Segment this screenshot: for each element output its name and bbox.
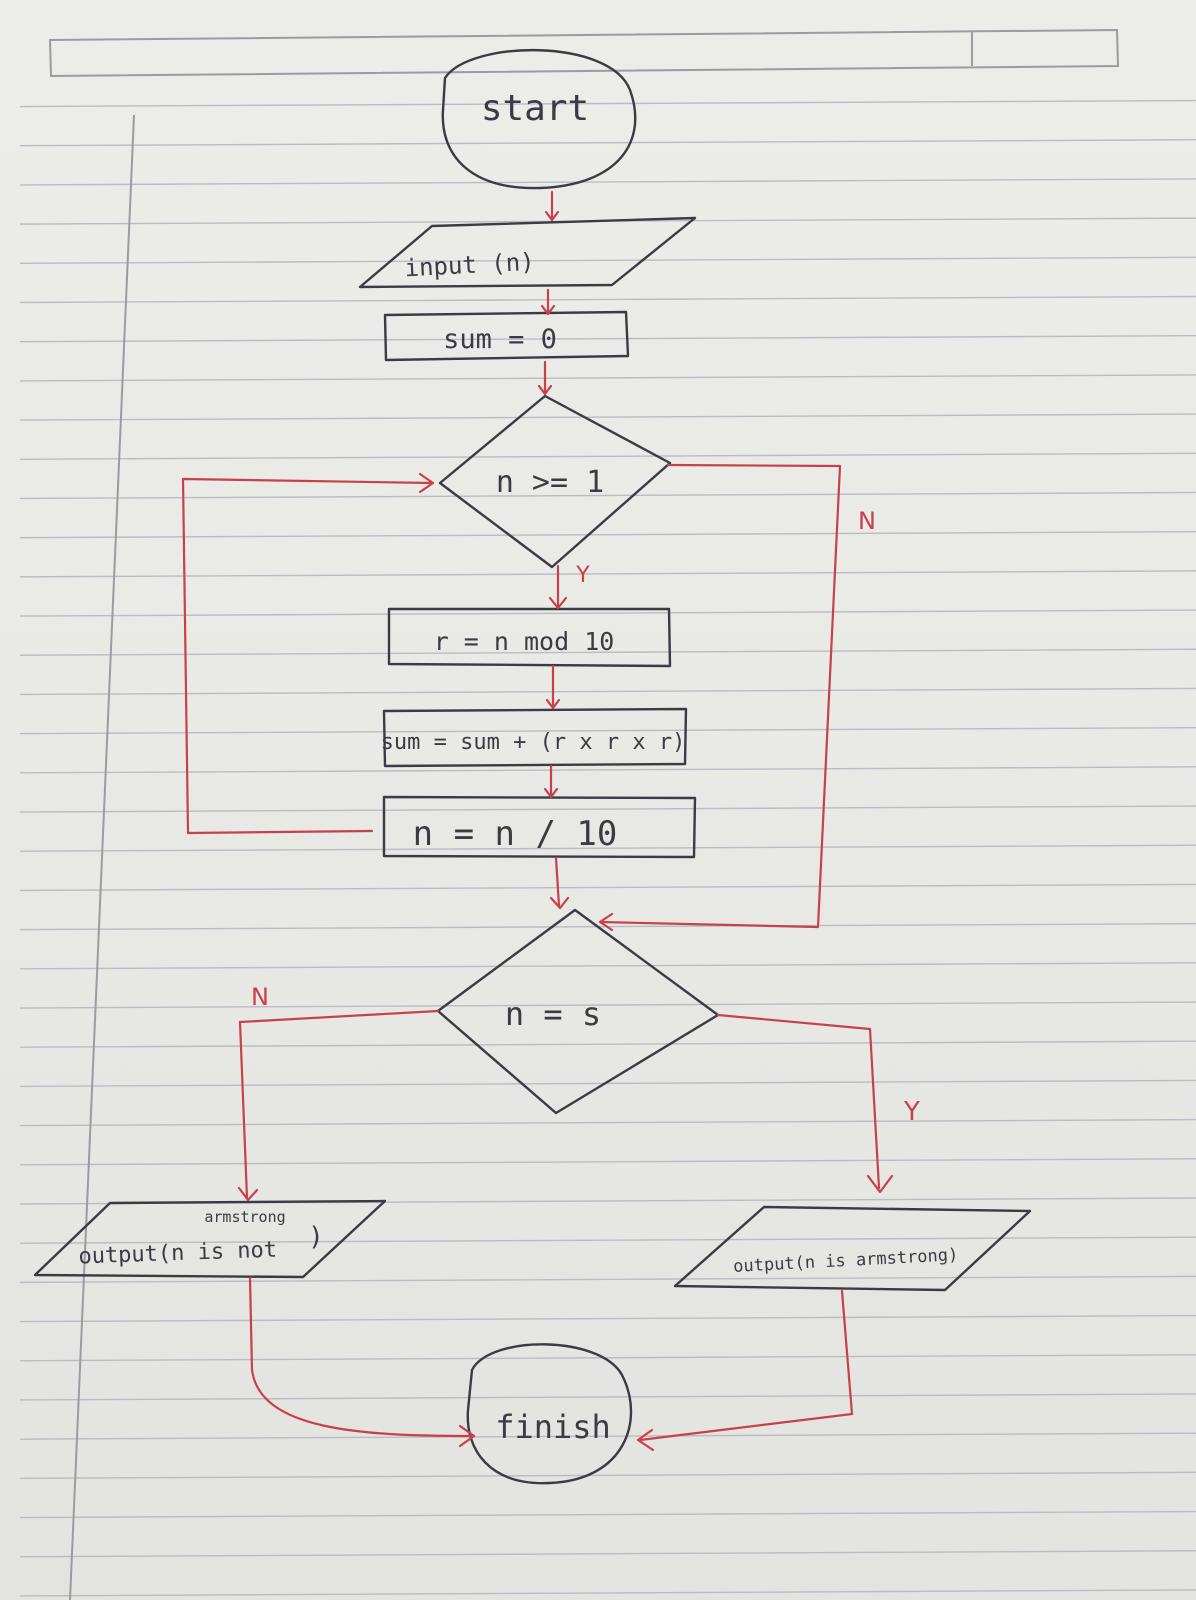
ruled-line	[19, 413, 1196, 421]
input-label: input (n)	[404, 248, 535, 283]
check-decision-diamond	[436, 908, 720, 1115]
ruled-line	[19, 648, 1196, 656]
ruled-line	[19, 1275, 1196, 1284]
ruled-line	[19, 687, 1196, 696]
arrow-start-to-input	[544, 190, 560, 222]
arrow-yes-to-finish	[636, 1289, 854, 1452]
divide-label: n = n / 10	[413, 814, 618, 854]
arrow-not-to-finish	[248, 1276, 476, 1448]
output-yes-label: output(n is armstrong)	[733, 1245, 959, 1277]
ruled-line	[19, 530, 1196, 539]
ruled-line	[19, 1550, 1196, 1558]
loop-no-label: N	[858, 507, 876, 535]
loop-decision-diamond	[438, 394, 672, 569]
output-not-line1: armstrong	[204, 1208, 285, 1226]
ruled-line	[19, 1001, 1196, 1009]
ruled-line	[19, 726, 1196, 735]
check-yes-label: Y	[903, 1097, 920, 1127]
ruled-lines	[19, 99, 1196, 1597]
ruled-line	[19, 452, 1196, 460]
arrow-loop-yes	[548, 564, 568, 610]
init-label: sum = 0	[443, 324, 557, 355]
start-label: start	[481, 88, 589, 129]
sum-update-label: sum = sum + (r x r x r)	[381, 730, 686, 755]
ruled-line	[19, 962, 1196, 970]
output-not-close: )	[308, 1222, 324, 1252]
check-no-label: N	[251, 983, 269, 1011]
mod-process-box	[387, 607, 672, 668]
arrow-input-to-init	[540, 288, 556, 316]
ruled-line	[19, 99, 1196, 108]
notebook-header	[48, 28, 1120, 78]
arrow-init-to-loop	[537, 360, 553, 396]
input-parallelogram	[358, 216, 697, 289]
ruled-line	[19, 1354, 1196, 1362]
ruled-line	[19, 256, 1196, 265]
arrow-check-yes	[716, 1013, 894, 1194]
init-process-box	[383, 310, 630, 362]
ruled-line	[19, 1118, 1196, 1127]
finish-terminal	[466, 1343, 633, 1485]
ruled-line	[19, 178, 1196, 186]
loop-condition-label: n >= 1	[496, 465, 604, 500]
ruled-line	[19, 1471, 1196, 1480]
ruled-line	[19, 1393, 1196, 1401]
ruled-line	[19, 374, 1196, 382]
ruled-line	[19, 609, 1196, 617]
ruled-line	[19, 1040, 1196, 1048]
ruled-line	[19, 883, 1196, 892]
ruled-line	[19, 570, 1196, 578]
ruled-line	[19, 844, 1196, 852]
ruled-line	[19, 295, 1196, 304]
divide-process-box	[382, 795, 697, 859]
ruled-line	[19, 1158, 1196, 1166]
arrow-mod-to-sum	[545, 664, 561, 710]
ruled-line	[19, 1510, 1196, 1519]
ruled-line	[19, 335, 1196, 343]
arrow-sum-to-divide	[543, 764, 559, 799]
ruled-line	[19, 139, 1196, 147]
mod-label: r = n mod 10	[434, 627, 615, 656]
ruled-line	[19, 1079, 1196, 1088]
arrow-divide-to-check	[549, 856, 570, 910]
loop-yes-label: Y	[575, 563, 590, 588]
sum-process-box	[382, 707, 688, 768]
output-not-parallelogram	[33, 1199, 387, 1279]
arrow-loop-no	[598, 463, 842, 932]
start-terminal	[441, 49, 637, 190]
check-condition-label: n = s	[505, 995, 601, 1033]
ruled-line	[19, 1589, 1196, 1597]
ruled-line	[19, 491, 1196, 500]
arrow-check-no	[237, 1009, 440, 1202]
finish-label: finish	[495, 1408, 611, 1446]
arrow-loop-back	[181, 472, 435, 835]
ruled-line	[19, 1432, 1196, 1440]
ruled-line	[19, 1314, 1196, 1323]
ruled-line	[19, 766, 1196, 774]
output-yes-parallelogram	[673, 1205, 1032, 1292]
margin-line	[69, 114, 135, 1600]
ruled-line	[19, 805, 1196, 813]
